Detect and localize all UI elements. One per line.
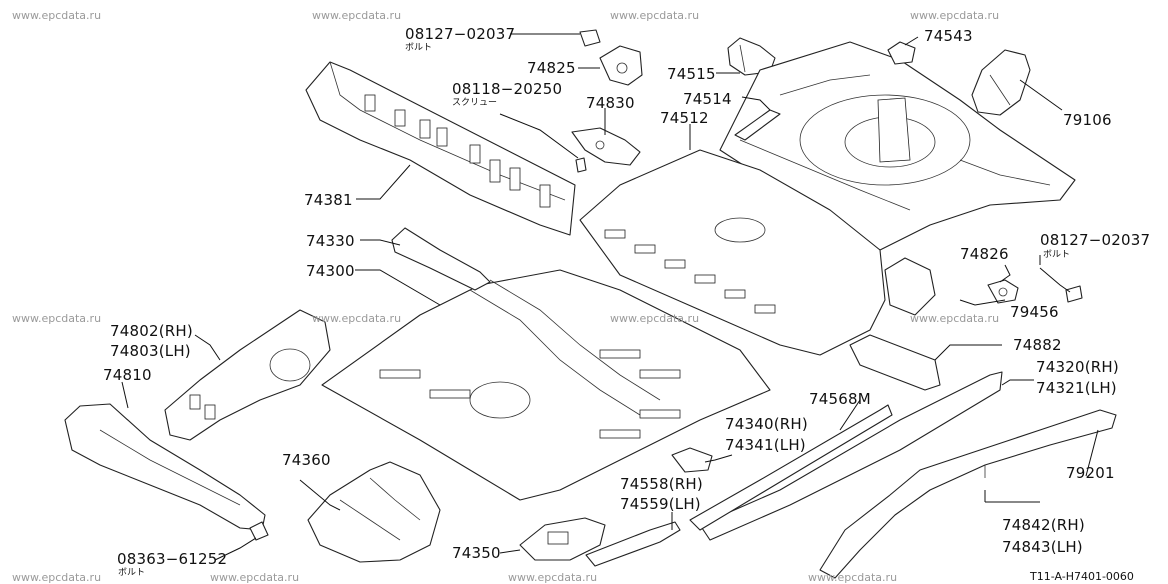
watermark: www.epcdata.ru — [610, 9, 700, 22]
watermark: www.epcdata.ru — [210, 571, 300, 584]
part-74825-drawing — [579, 29, 643, 86]
part-74381-drawing — [305, 61, 576, 236]
part-74330-drawing — [391, 227, 491, 291]
part-74802-drawing — [164, 309, 331, 441]
part-label-79456[interactable]: 79456 — [1010, 303, 1059, 321]
part-label-74341-lh[interactable]: 74341(LH) — [725, 436, 806, 454]
part-74810-drawing — [64, 403, 269, 541]
part-label-74842-rh[interactable]: 74842(RH) — [1002, 516, 1085, 534]
watermark: www.epcdata.ru — [12, 312, 102, 325]
part-label-74825[interactable]: 74825 — [527, 59, 576, 77]
part-label-74803-lh[interactable]: 74803(LH) — [110, 342, 191, 360]
part-label-74330[interactable]: 74330 — [306, 232, 355, 250]
part-74514-drawing — [734, 109, 781, 141]
part-label-08127-02037-top-type: ボルト — [405, 43, 433, 53]
part-label-74350[interactable]: 74350 — [452, 544, 501, 562]
leader-lines — [121, 33, 1099, 561]
part-label-08118-20250-type: スクリュー — [452, 98, 498, 108]
part-label-74321-lh[interactable]: 74321(LH) — [1036, 379, 1117, 397]
part-label-74381[interactable]: 74381 — [304, 191, 353, 209]
part-74515-drawing — [727, 37, 776, 76]
part-74340-drawing — [671, 447, 713, 473]
watermark: www.epcdata.ru — [312, 9, 402, 22]
part-label-74559-lh[interactable]: 74559(LH) — [620, 495, 701, 513]
part-74543-drawing — [887, 41, 916, 65]
part-label-08363-61252[interactable]: 08363−61252 — [117, 550, 228, 568]
part-label-74320-rh[interactable]: 74320(RH) — [1036, 358, 1119, 376]
part-79456-drawing — [884, 257, 936, 316]
watermark: www.epcdata.ru — [910, 312, 1000, 325]
part-label-74830[interactable]: 74830 — [586, 94, 635, 112]
watermark: www.epcdata.ru — [610, 312, 700, 325]
part-79106-drawing — [971, 49, 1031, 116]
part-label-74340-rh[interactable]: 74340(RH) — [725, 415, 808, 433]
part-74558-drawing — [585, 521, 681, 567]
part-label-74515[interactable]: 74515 — [667, 65, 716, 83]
part-label-74514[interactable]: 74514 — [683, 90, 732, 108]
part-label-74300[interactable]: 74300 — [306, 262, 355, 280]
watermark: www.epcdata.ru — [12, 571, 102, 584]
part-label-74843-lh[interactable]: 74843(LH) — [1002, 538, 1083, 556]
part-74360-drawing — [307, 461, 441, 563]
part-74842-drawing — [819, 409, 1117, 579]
part-label-79106[interactable]: 79106 — [1063, 111, 1112, 129]
part-74320-drawing — [699, 371, 1003, 541]
part-74830-drawing — [571, 127, 641, 173]
part-label-74802-rh[interactable]: 74802(RH) — [110, 322, 193, 340]
watermark: www.epcdata.ru — [910, 9, 1000, 22]
diagram-code: T11-A-H7401-0060 — [1030, 570, 1134, 583]
part-label-74810[interactable]: 74810 — [103, 366, 152, 384]
part-label-08363-61252-type: ボルト — [118, 568, 146, 578]
part-label-08127-02037-right[interactable]: 08127−02037 — [1040, 231, 1151, 249]
part-label-74543[interactable]: 74543 — [924, 27, 973, 45]
part-label-74512[interactable]: 74512 — [660, 109, 709, 127]
watermark: www.epcdata.ru — [808, 571, 898, 584]
part-label-74882[interactable]: 74882 — [1013, 336, 1062, 354]
part-label-08127-02037-top[interactable]: 08127−02037 — [405, 25, 516, 43]
part-label-74826[interactable]: 74826 — [960, 245, 1009, 263]
part-label-74568M[interactable]: 74568M — [809, 390, 871, 408]
part-label-08127-02037-right-type: ボルト — [1043, 250, 1071, 260]
part-74826-drawing — [987, 279, 1083, 304]
watermark: www.epcdata.ru — [12, 9, 102, 22]
part-74350-drawing — [519, 517, 606, 561]
watermark: www.epcdata.ru — [508, 571, 598, 584]
part-74512-front-drawing — [579, 149, 886, 356]
part-74882-drawing — [849, 334, 941, 391]
part-label-74360[interactable]: 74360 — [282, 451, 331, 469]
part-74568M-drawing — [689, 404, 893, 531]
watermark: www.epcdata.ru — [312, 312, 402, 325]
part-label-74558-rh[interactable]: 74558(RH) — [620, 475, 703, 493]
part-label-08118-20250[interactable]: 08118−20250 — [452, 80, 563, 98]
part-label-79201[interactable]: 79201 — [1066, 464, 1115, 482]
